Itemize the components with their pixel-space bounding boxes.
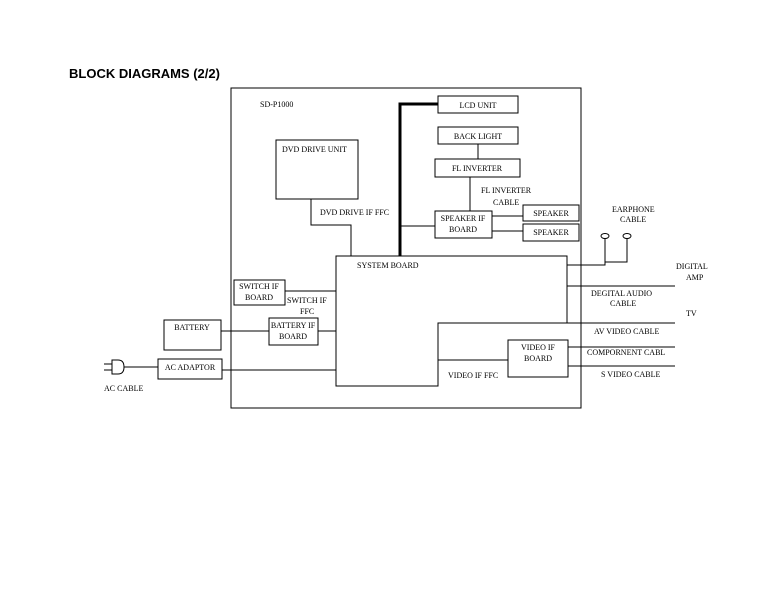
- earphone-cable-label-2: CABLE: [620, 215, 646, 224]
- back-light-label: BACK LIGHT: [454, 132, 502, 141]
- component-cable-label: COMPORNENT CABL: [587, 348, 665, 357]
- speaker-1-block: SPEAKER: [522, 204, 580, 222]
- switch-if-ffc-label-2: FFC: [300, 307, 314, 316]
- lcd-bus-line: [398, 102, 438, 258]
- system-board-label: SYSTEM BOARD: [357, 261, 419, 270]
- fl-inverter-cable-label-1: FL INVERTER: [481, 186, 532, 195]
- fl-inverter-block: FL INVERTER: [434, 158, 521, 178]
- fl-inverter-label: FL INVERTER: [452, 164, 503, 173]
- speaker-if-board-label-1: SPEAKER IF: [441, 214, 486, 223]
- dvd-drive-unit-label: DVD DRIVE UNIT: [282, 145, 347, 154]
- dvd-drive-if-ffc-label: DVD DRIVE IF FFC: [320, 208, 389, 217]
- speaker-if-board-block: SPEAKER IF BOARD: [434, 210, 493, 239]
- digital-amp-label-2: AMP: [686, 273, 704, 282]
- s-video-cable-label: S VIDEO CABLE: [601, 370, 661, 379]
- switch-if-board-label-1: SWITCH IF: [239, 282, 279, 291]
- speaker-2-label: SPEAKER: [533, 228, 569, 237]
- ac-adaptor-block: AC ADAPTOR: [157, 358, 223, 380]
- earphone-jack-icon: [567, 233, 632, 266]
- ac-plug-icon: [104, 359, 125, 375]
- dvd-drive-if-ffc-line: [310, 199, 352, 256]
- fl-inverter-cable-label-2: CABLE: [493, 198, 519, 207]
- speaker-2-block: SPEAKER: [522, 223, 580, 242]
- battery-label: BATTERY: [174, 323, 210, 332]
- lcd-unit-label: LCD UNIT: [459, 101, 496, 110]
- system-board-block: [335, 255, 568, 387]
- switch-if-board-label-2: BOARD: [245, 293, 273, 302]
- battery-if-board-label-2: BOARD: [279, 332, 307, 341]
- speaker-if-board-label-2: BOARD: [449, 225, 477, 234]
- speaker-1-label: SPEAKER: [533, 209, 569, 218]
- digital-audio-cable-label-2: CABLE: [610, 299, 636, 308]
- video-if-ffc-label: VIDEO IF FFC: [448, 371, 498, 380]
- digital-audio-cable-label-1: DEGITAL AUDIO: [591, 289, 652, 298]
- video-if-board-label-1: VIDEO IF: [521, 343, 556, 352]
- switch-if-ffc-label-1: SWITCH IF: [287, 296, 327, 305]
- switch-if-board-block: SWITCH IF BOARD: [233, 279, 286, 306]
- earphone-cable-label-1: EARPHONE: [612, 205, 655, 214]
- page-title: BLOCK DIAGRAMS (2/2): [69, 66, 220, 81]
- back-light-block: BACK LIGHT: [437, 126, 519, 145]
- battery-if-board-label-1: BATTERY IF: [271, 321, 316, 330]
- battery-if-board-block: BATTERY IF BOARD: [268, 317, 319, 346]
- ac-adaptor-label: AC ADAPTOR: [165, 363, 216, 372]
- video-if-board-label-2: BOARD: [524, 354, 552, 363]
- tv-label: TV: [686, 309, 697, 318]
- video-if-board-block: VIDEO IF BOARD: [507, 339, 569, 378]
- av-video-cable-label: AV VIDEO CABLE: [594, 327, 659, 336]
- dvd-drive-unit-block: DVD DRIVE UNIT: [275, 139, 359, 200]
- battery-block: BATTERY: [163, 319, 222, 351]
- digital-amp-label-1: DIGITAL: [676, 262, 708, 271]
- model-label: SD-P1000: [260, 100, 293, 109]
- lcd-unit-block: LCD UNIT: [437, 95, 519, 114]
- ac-cable-label: AC CABLE: [104, 384, 143, 393]
